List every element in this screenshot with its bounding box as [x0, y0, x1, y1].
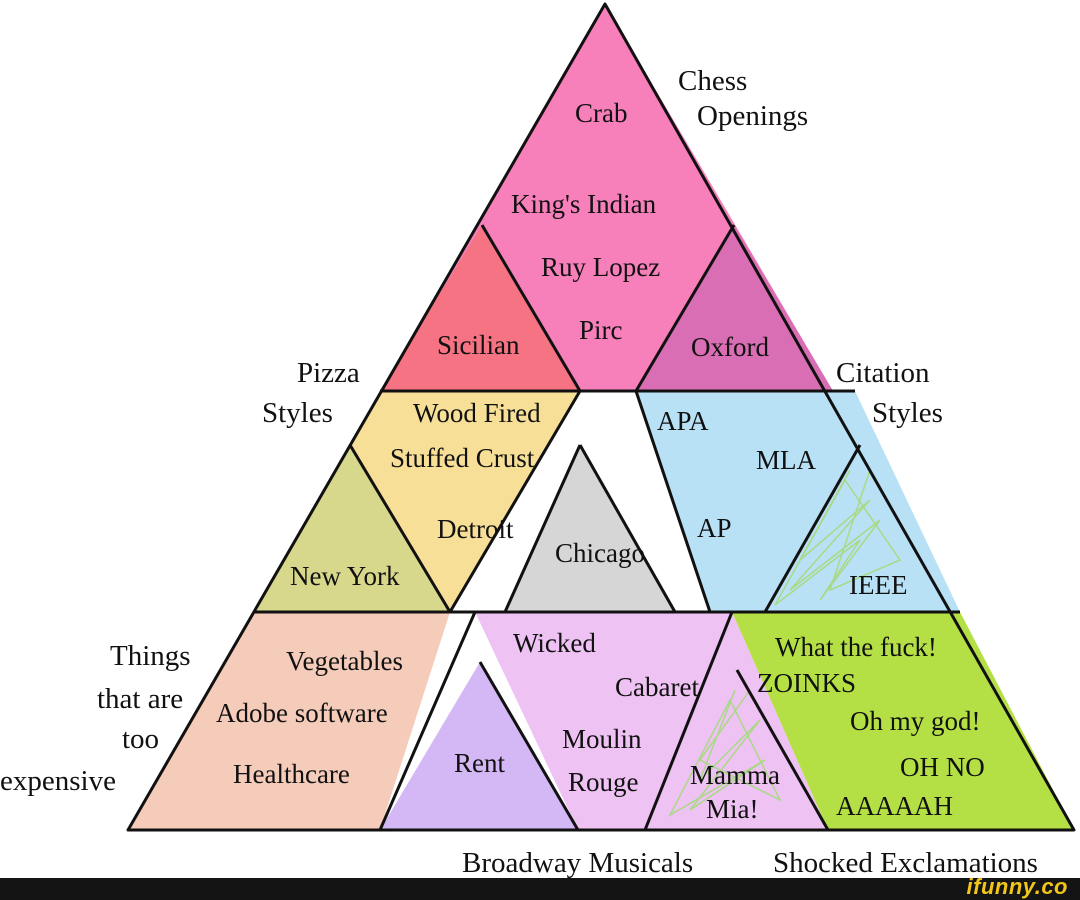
category-broadway-musicals: Broadway Musicals: [462, 847, 693, 879]
category-expensive-line3: too: [122, 723, 159, 755]
category-chess-line1: Chess: [678, 65, 747, 97]
item-what-the-fuck: What the fuck!: [775, 632, 937, 662]
sicilian-overlap-region: [380, 225, 580, 391]
mamma-mia-scribble: [668, 689, 782, 817]
category-citation-line1: Citation: [836, 357, 930, 389]
item-pirc: Pirc: [579, 315, 623, 345]
rent-overlap-region: [380, 662, 578, 830]
item-mla: MLA: [756, 445, 817, 475]
oxford-overlap-region: [636, 225, 833, 391]
item-wood-fired: Wood Fired: [413, 398, 541, 428]
item-crab: Crab: [575, 98, 627, 128]
category-expensive-line4: expensive: [0, 765, 116, 797]
category-expensive-line2: that are: [97, 683, 183, 715]
category-chess-line2: Openings: [697, 100, 808, 132]
item-vegetables: Vegetables: [286, 646, 403, 676]
category-shocked-exclamations: Shocked Exclamations: [773, 847, 1038, 879]
item-apa: APA: [657, 406, 709, 436]
item-oh-no: OH NO: [900, 752, 985, 782]
item-rent: Rent: [454, 748, 505, 778]
item-kings-indian: King's Indian: [511, 189, 657, 219]
category-expensive-line1: Things: [110, 640, 191, 672]
ieee-scribble: [774, 469, 902, 606]
expensive-things-region: [128, 612, 450, 830]
category-pizza-line2: Styles: [262, 397, 333, 429]
shocked-exclamations-region: [732, 612, 1074, 830]
item-ap: AP: [697, 513, 732, 543]
item-stuffed-crust: Stuffed Crust: [390, 443, 535, 473]
item-wicked: Wicked: [513, 628, 596, 658]
chicago-overlap-region: [505, 445, 675, 612]
item-sicilian: Sicilian: [437, 330, 520, 360]
item-aaaaah: AAAAAH: [836, 791, 953, 821]
item-chicago: Chicago: [555, 538, 645, 568]
item-oxford: Oxford: [691, 332, 769, 362]
item-ruy-lopez: Ruy Lopez: [541, 252, 660, 282]
item-cabaret: Cabaret: [615, 672, 699, 702]
ifunny-watermark: ifunny.co: [966, 874, 1068, 899]
item-detroit: Detroit: [437, 514, 514, 544]
item-ieee: IEEE: [849, 570, 907, 600]
item-zoinks: ZOINKS: [757, 668, 856, 698]
item-oh-my-god: Oh my god!: [850, 706, 981, 736]
item-mia: Mia!: [706, 794, 758, 824]
item-adobe-software: Adobe software: [216, 698, 388, 728]
new-york-overlap-region: [255, 445, 450, 612]
item-healthcare: Healthcare: [233, 759, 350, 789]
item-moulin: Moulin: [562, 724, 642, 754]
diagram-outline: [126, 2, 1076, 832]
watermark-bar: [0, 878, 1080, 900]
item-new-york: New York: [290, 561, 400, 591]
category-citation-line2: Styles: [872, 397, 943, 429]
item-rouge: Rouge: [568, 767, 639, 797]
category-pizza-line1: Pizza: [297, 357, 360, 389]
item-mamma: Mamma: [690, 760, 780, 790]
ieee-overlap-region: [765, 445, 960, 612]
